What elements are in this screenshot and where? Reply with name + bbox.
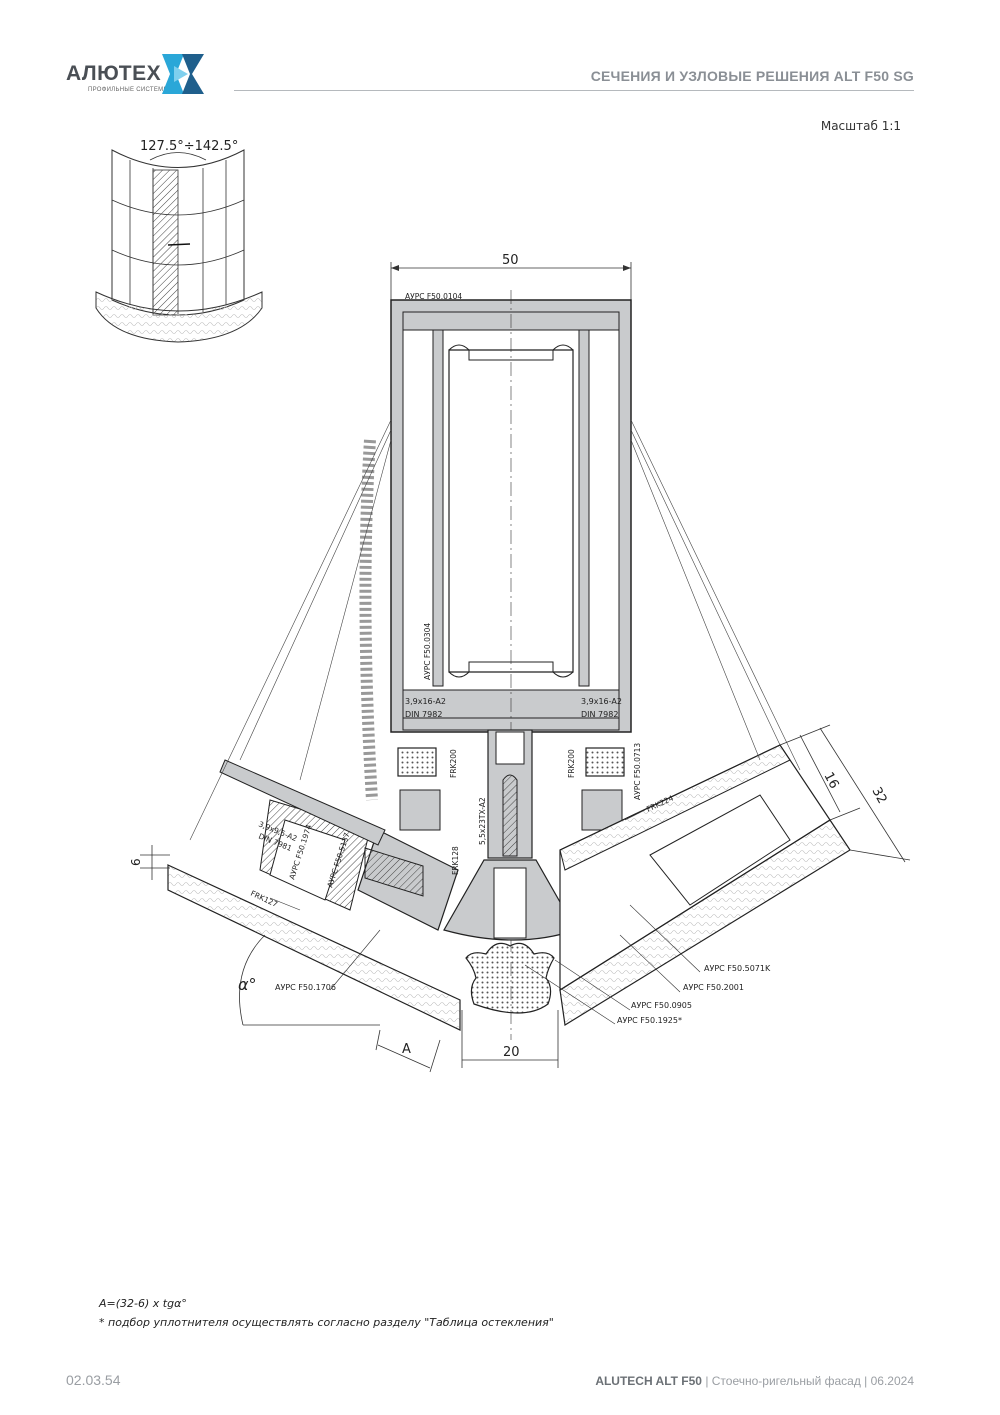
logo-text: АЛЮТЕХ: [66, 62, 162, 85]
dimension-32-label: 32: [868, 785, 889, 807]
logo-subtitle: ПРОФИЛЬНЫЕ СИСТЕМЫ: [88, 87, 170, 93]
label-screw-right-2: DIN 7982: [581, 710, 618, 719]
label-part-1706: АУРС F50.1706: [275, 983, 336, 992]
label-part-5071k: АУРС F50.5071K: [704, 964, 771, 973]
inset-facade-sketch: [95, 149, 263, 343]
label-frk128: FRK128: [451, 846, 460, 875]
label-part-2001: АУРС F50.2001: [683, 983, 744, 992]
footer-description: | Стоечно-ригельный фасад | 06.2024: [701, 1374, 914, 1388]
label-profile-side-left: АУРС F50.0304: [423, 623, 432, 680]
label-part-1925: АУРС F50.1925*: [617, 1016, 682, 1025]
dimension-50: [390, 262, 632, 300]
footer-info: ALUTECH ALT F50 | Стоечно-ригельный фаса…: [595, 1374, 914, 1388]
dimension-16-32: [779, 724, 911, 863]
label-screw-right-1: 3,9x16-A2: [581, 697, 622, 706]
dimension-16-label: 16: [820, 770, 841, 792]
dimension-20: [461, 1010, 559, 1068]
header-divider: [234, 90, 914, 91]
mullion-profile: [390, 290, 632, 1040]
lower-assembly: [259, 729, 661, 1014]
label-profile-side-right: АУРС F50.0713: [633, 743, 642, 800]
dimension-6-label: 6: [129, 858, 143, 866]
dimension-6-alpha: [140, 845, 380, 1026]
dimension-50-label: 50: [502, 253, 519, 268]
label-screw-left-2: DIN 7982: [405, 710, 442, 719]
left-glazing: [167, 439, 461, 1031]
gasket-remark: * подбор уплотнителя осуществлять соглас…: [99, 1316, 554, 1329]
right-glazing: [559, 744, 851, 1026]
dimension-a-label: A: [402, 1042, 411, 1057]
label-profile-top: АУРС F50.0104: [405, 292, 462, 301]
construction-lines: [189, 419, 801, 841]
leader-lines: [269, 809, 701, 1025]
label-part-0905: АУРС F50.0905: [631, 1001, 692, 1010]
page-number: 02.03.54: [66, 1372, 121, 1388]
scale-label: Масштаб 1:1: [820, 119, 901, 133]
label-screw-left-1: 3,9x16-A2: [405, 697, 446, 706]
label-frk200-left: FRK200: [449, 749, 458, 778]
label-screw-center: 5,5x23TX-A2: [478, 797, 487, 845]
inset-angle-label: 127.5°÷142.5°: [140, 139, 238, 154]
page-title: СЕЧЕНИЯ И УЗЛОВЫЕ РЕШЕНИЯ ALT F50 SG: [590, 68, 914, 84]
logo-mark-icon: [162, 54, 204, 94]
alpha-label: α°: [238, 975, 257, 994]
footer-product: ALUTECH ALT F50: [595, 1374, 702, 1388]
alutech-logo: АЛЮТЕХ ПРОФИЛЬНЫЕ СИСТЕМЫ: [66, 52, 216, 96]
dimension-20-label: 20: [503, 1045, 520, 1060]
formula-note: A=(32-6) x tgα°: [99, 1297, 187, 1310]
label-frk200-right: FRK200: [567, 749, 576, 778]
dimension-a: [375, 1029, 441, 1073]
